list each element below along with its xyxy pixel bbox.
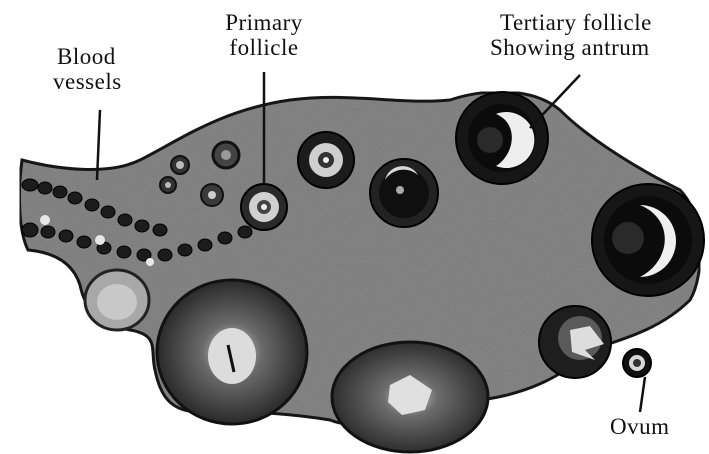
- label-blood-vessels: Blood vessels: [57, 44, 122, 94]
- tertiary-follicle-top: [456, 92, 548, 184]
- tertiary-follicle-right: [592, 184, 704, 296]
- label-primary-follicle-line1: Primary: [212, 10, 316, 35]
- label-primary-follicle-line2: follicle: [212, 35, 316, 60]
- ovum: [623, 349, 651, 377]
- label-blood-vessels-line2: vessels: [53, 69, 122, 94]
- primary-follicle: [241, 184, 287, 230]
- secondary-follicle: [298, 132, 354, 188]
- corpus-albicans: [332, 342, 488, 452]
- ruptured-follicle: [539, 306, 611, 378]
- label-blood-vessels-line1: Blood: [57, 44, 122, 69]
- pointer-ovum: [640, 377, 645, 412]
- label-ovum-text: Ovum: [610, 414, 670, 439]
- label-primary-follicle: Primary follicle: [212, 10, 316, 60]
- label-tertiary-follicle: Tertiary follicle Showing antrum: [490, 10, 652, 60]
- label-tertiary-follicle-line1: Tertiary follicle: [500, 10, 652, 35]
- corpus-luteum: [157, 280, 307, 424]
- label-ovum: Ovum: [610, 414, 670, 439]
- label-tertiary-follicle-line2: Showing antrum: [490, 35, 652, 60]
- growing-follicle: [370, 159, 438, 227]
- small-corpus: [85, 270, 149, 330]
